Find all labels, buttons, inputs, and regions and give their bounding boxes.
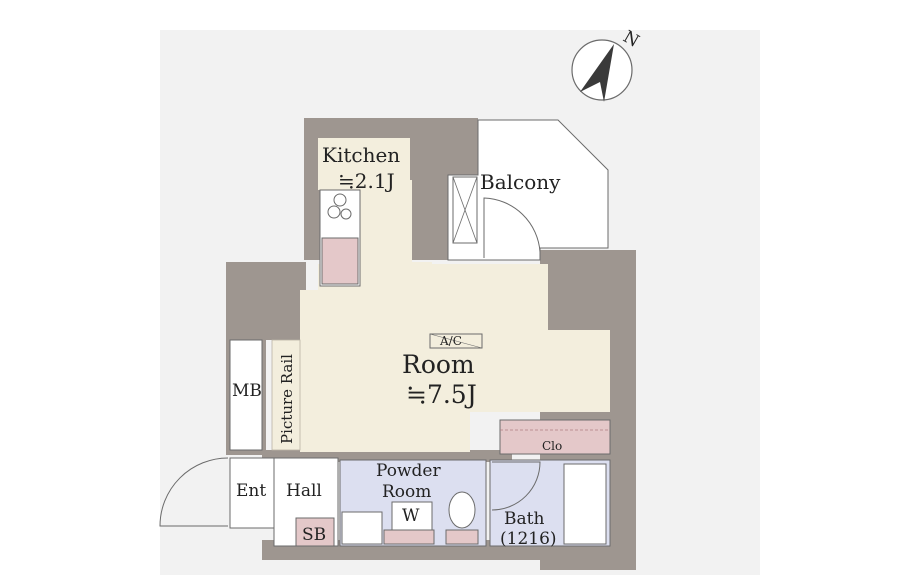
balcony-label: Balcony (480, 170, 561, 194)
toilet-icon (448, 491, 476, 529)
kitchen-floor (318, 138, 410, 190)
room-label: Room (402, 350, 475, 379)
north-arrow-icon (580, 44, 614, 102)
balcony-door-swing (483, 197, 541, 258)
bathtub (563, 463, 607, 545)
powder-label-line1: Powder (376, 461, 441, 481)
compass: N (571, 27, 642, 102)
shoe-box (295, 517, 335, 547)
picture-rail-label: Picture Rail (278, 354, 296, 444)
bath-door-swing (491, 461, 541, 511)
bath-label: Bath (504, 509, 544, 529)
w-label: W (402, 506, 420, 526)
mb-closet (229, 339, 263, 451)
vanity (341, 511, 383, 545)
ent-label: Ent (236, 481, 266, 501)
kitchen-label: Kitchen (322, 143, 400, 167)
powder-label-line2: Room (382, 482, 431, 502)
sb-label: SB (302, 525, 326, 545)
room-size: ≒7.5J (406, 380, 477, 409)
entrance-door-swing (159, 457, 229, 527)
kitchen-size: ≒2.1J (338, 169, 395, 193)
clo-closet (499, 419, 611, 455)
ac-label: A/C (439, 334, 462, 348)
sink-icon (321, 237, 359, 285)
clo-label: Clo (542, 439, 562, 453)
mb-label: MB (232, 381, 262, 401)
picture-rail-strip (271, 339, 301, 451)
bath-size: (1216) (500, 529, 557, 549)
entrance-floor (229, 457, 275, 529)
hall-label: Hall (286, 481, 322, 501)
room-floor (300, 180, 610, 452)
stove-icon (327, 193, 352, 220)
balcony-floor (447, 119, 609, 261)
